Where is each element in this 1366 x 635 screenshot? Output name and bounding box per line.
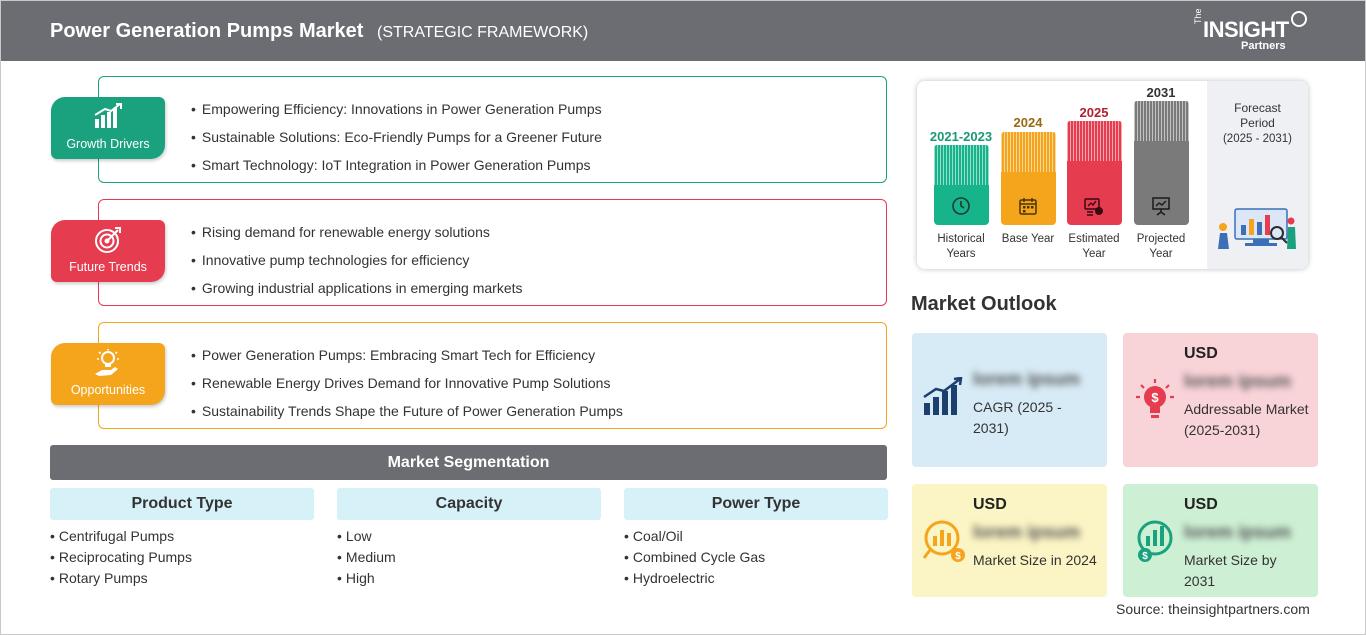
segment-item: Centrifugal Pumps [50, 526, 314, 547]
growth-drivers-box: Empowering Efficiency: Innovations in Po… [98, 76, 887, 183]
segment-head: Product Type [50, 488, 314, 520]
segment-item: Coal/Oil [624, 526, 888, 547]
forecast-title: Forecast Period [1234, 101, 1281, 130]
segment-head: Capacity [337, 488, 601, 520]
growth-drivers-label: Growth Drivers [66, 137, 150, 151]
cagr-value-blurred: lorem ipsum [973, 369, 1081, 389]
segment-item: High [337, 568, 601, 589]
logo-ring-icon [1291, 11, 1307, 27]
size-2024-usd-label: USD [973, 496, 1007, 513]
timeline-caption-historical: Historical Years [937, 233, 985, 260]
list-item: Renewable Energy Drives Demand for Innov… [191, 369, 623, 397]
list-item: Power Generation Pumps: Embracing Smart … [191, 341, 623, 369]
opportunities-list: Power Generation Pumps: Embracing Smart … [191, 341, 623, 425]
size-2031-description: Market Size by 2031 [1184, 552, 1277, 589]
addressable-value-blurred: lorem ipsum [1184, 371, 1292, 391]
segment-item: Reciprocating Pumps [50, 547, 314, 568]
timeline-bar-base [1001, 132, 1056, 225]
logo-partners-text: Partners [1241, 40, 1286, 52]
opportunities-box: Power Generation Pumps: Embracing Smart … [98, 322, 887, 429]
addressable-description: Addressable Market (2025-2031) [1184, 401, 1309, 438]
segment-capacity: Capacity Low Medium High [337, 488, 601, 589]
segment-item: Medium [337, 547, 601, 568]
segment-item: Rotary Pumps [50, 568, 314, 589]
forecast-period-panel: Forecast Period (2025 - 2031) [1207, 81, 1308, 269]
future-trends-box: Rising demand for renewable energy solut… [98, 199, 887, 306]
segment-head: Power Type [624, 488, 888, 520]
growth-dollar-icon: $ [1137, 520, 1173, 562]
outlook-card-addressable-market: $ USD lorem ipsum Addressable Market (20… [1123, 333, 1318, 467]
list-item: Innovative pump technologies for efficie… [191, 246, 523, 274]
segment-item: Hydroelectric [624, 568, 888, 589]
history-icon [952, 197, 970, 215]
addressable-usd-label: USD [1184, 345, 1218, 362]
page-title: Power Generation Pumps Market [50, 20, 364, 42]
outlook-card-cagr: lorem ipsum CAGR (2025 - 2031) [912, 333, 1107, 467]
opportunities-badge: Opportunities [51, 343, 165, 405]
svg-text:$: $ [1142, 551, 1148, 562]
target-icon [95, 227, 121, 253]
page-subtitle: (STRATEGIC FRAMEWORK) [377, 24, 589, 41]
estimate-icon [1084, 198, 1103, 216]
size-2024-description: Market Size in 2024 [973, 552, 1097, 568]
future-trends-list: Rising demand for renewable energy solut… [191, 218, 523, 302]
insight-partners-logo[interactable]: The INSIGHT Partners [1191, 8, 1311, 53]
analytics-illustration-icon [1218, 208, 1296, 249]
segment-power-type: Power Type Coal/Oil Combined Cycle Gas H… [624, 488, 888, 589]
timeline-year-base: 2024 [1013, 115, 1043, 130]
svg-text:$: $ [955, 551, 961, 562]
chart-dollar-icon: $ [922, 520, 965, 562]
size-2031-value-blurred: lorem ipsum [1184, 522, 1292, 542]
outlook-card-size-2031: $ USD lorem ipsum Market Size by 2031 [1123, 484, 1318, 597]
lightbulb-hand-icon [95, 349, 119, 376]
svg-text:$: $ [1151, 390, 1159, 405]
cagr-chart-icon [923, 377, 963, 415]
timeline-year-historical: 2021-2023 [929, 129, 993, 144]
growth-chart-icon [94, 103, 122, 128]
timeline-caption-base: Base Year [1001, 233, 1055, 245]
calendar-icon [1019, 198, 1037, 215]
timeline-bar-estimated [1067, 121, 1122, 225]
header-bar: Power Generation Pumps Market (STRATEGIC… [1, 1, 1365, 61]
list-item: Rising demand for renewable energy solut… [191, 218, 523, 246]
timeline-bar-historical [934, 145, 989, 225]
size-2031-usd-label: USD [1184, 496, 1218, 513]
growth-drivers-badge: Growth Drivers [51, 97, 165, 159]
timeline-year-projected: 2031 [1146, 85, 1176, 100]
market-segmentation-header: Market Segmentation [50, 445, 887, 480]
timeline-bar-projected [1134, 101, 1189, 225]
segment-product-type: Product Type Centrifugal Pumps Reciproca… [50, 488, 314, 589]
market-outlook-title: Market Outlook [911, 293, 1057, 315]
timeline-card: Forecast Period (2025 - 2031) 2021-2023 … [917, 81, 1308, 269]
presentation-icon [1152, 197, 1170, 216]
list-item: Growing industrial applications in emerg… [191, 274, 523, 302]
logo-insight-text: INSIGHT [1203, 17, 1289, 42]
timeline-year-estimated: 2025 [1079, 105, 1109, 120]
list-item: Empowering Efficiency: Innovations in Po… [191, 95, 602, 123]
future-trends-label: Future Trends [69, 260, 147, 274]
cagr-description: CAGR (2025 - 2031) [973, 399, 1062, 436]
list-item: Smart Technology: IoT Integration in Pow… [191, 151, 602, 179]
list-item: Sustainability Trends Shape the Future o… [191, 397, 623, 425]
future-trends-badge: Future Trends [51, 220, 165, 282]
growth-drivers-list: Empowering Efficiency: Innovations in Po… [191, 95, 602, 179]
source-credit[interactable]: Source: theinsightpartners.com [1116, 601, 1310, 617]
timeline-caption-estimated: Estimated Year [1068, 233, 1120, 260]
list-item: Sustainable Solutions: Eco-Friendly Pump… [191, 123, 602, 151]
timeline-caption-projected: Projected Year [1136, 233, 1186, 260]
segment-item: Combined Cycle Gas [624, 547, 888, 568]
outlook-card-size-2024: $ USD lorem ipsum Market Size in 2024 [912, 484, 1107, 597]
size-2024-value-blurred: lorem ipsum [973, 522, 1081, 542]
forecast-range: (2025 - 2031) [1222, 133, 1293, 145]
segment-item: Low [337, 526, 601, 547]
bulb-dollar-icon: $ [1136, 379, 1174, 418]
opportunities-label: Opportunities [70, 383, 146, 397]
logo-the-text: The [1193, 8, 1203, 24]
